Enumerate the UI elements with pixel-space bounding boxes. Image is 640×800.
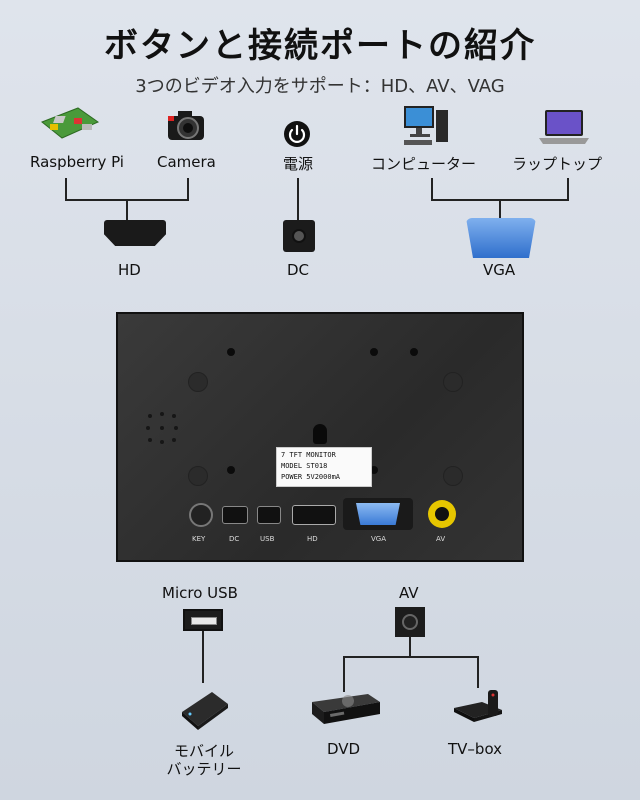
screw-hole [227, 348, 235, 356]
spec-line: POWER 5V2000mA [281, 473, 341, 481]
av-port-icon [395, 607, 425, 637]
screw-hole [410, 348, 418, 356]
keyhole-slot [313, 424, 327, 444]
power-icon [283, 120, 311, 148]
connector-line [297, 178, 299, 220]
screw-hole [370, 348, 378, 356]
connector-line [343, 656, 479, 658]
panel-port-label: USB [260, 535, 275, 543]
dc-port-icon [283, 220, 315, 252]
speaker-grille [142, 408, 182, 448]
power-bank-icon [178, 686, 230, 732]
connector-line [567, 178, 569, 200]
connector-line [187, 178, 189, 200]
spec-line: 7 TFT MONITOR [281, 451, 336, 459]
source-label-power: 電源 [283, 155, 314, 173]
mount-hole [443, 372, 463, 392]
spec-label: 7 TFT MONITOR MODEL ST018 POWER 5V2000mA [276, 447, 372, 487]
av-port [428, 500, 456, 528]
connector-line [343, 656, 345, 692]
panel-port-label: DC [229, 535, 240, 543]
mount-hole [443, 466, 463, 486]
laptop-icon [537, 108, 591, 148]
connector-line [126, 199, 128, 221]
panel-port-label: AV [436, 535, 446, 543]
screw-hole [227, 466, 235, 474]
page-subtitle: 3つのビデオ入力をサポート：HD、AV、VAG [135, 76, 505, 97]
vga-port [343, 498, 413, 530]
connector-line [65, 178, 67, 200]
hdmi-port [292, 505, 336, 525]
source-label-camera: Camera [157, 153, 216, 171]
dc-port [222, 506, 248, 524]
connector-line [477, 656, 479, 688]
panel-port-label: VGA [371, 535, 387, 543]
port-label-av: AV [399, 584, 419, 602]
connector-line [202, 631, 204, 683]
source-label-laptop: ラップトップ [512, 155, 603, 173]
camera-icon [164, 108, 208, 144]
source-label-computer: コンピューター [371, 155, 477, 173]
panel-port-label: KEY [192, 535, 206, 543]
mount-hole [188, 466, 208, 486]
device-label-dvd: DVD [327, 740, 361, 758]
desktop-computer-icon [402, 104, 450, 148]
key-button[interactable] [189, 503, 213, 527]
mount-hole [188, 372, 208, 392]
port-label-dc: DC [287, 261, 310, 279]
device-label-battery-line2: バッテリー [166, 760, 242, 778]
panel-port-label: HD [307, 535, 318, 543]
page-title: ボタンと接続ポートの紹介 [104, 26, 536, 66]
connector-line [409, 637, 411, 657]
connector-line [431, 178, 433, 200]
screw-hole [370, 466, 378, 474]
source-label-raspberry-pi: Raspberry Pi [30, 153, 124, 171]
usb-port-icon [183, 609, 223, 631]
connector-line [499, 199, 501, 219]
tv-box-icon [452, 688, 504, 730]
raspberry-pi-board-icon [38, 104, 100, 144]
device-label-battery-line1: モバイル [173, 742, 234, 760]
port-label-micro-usb: Micro USB [162, 584, 238, 602]
spec-line: MODEL ST018 [281, 462, 328, 470]
port-label-hd: HD [118, 261, 141, 279]
dvd-player-icon [306, 690, 382, 730]
device-label-tvbox: TV–box [448, 740, 503, 758]
vga-port-icon [466, 218, 536, 258]
usb-port [257, 506, 281, 524]
port-label-vga: VGA [483, 261, 516, 279]
hdmi-port-icon [104, 220, 166, 246]
